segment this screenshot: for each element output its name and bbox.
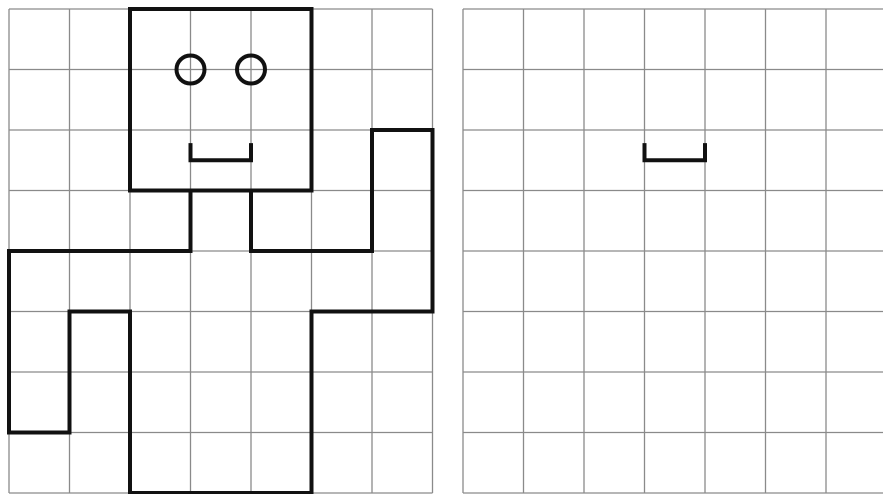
mouth [191,145,252,160]
mouth [645,145,706,160]
robot-head [130,9,312,191]
left-grid [9,9,433,493]
right-grid [463,9,883,493]
